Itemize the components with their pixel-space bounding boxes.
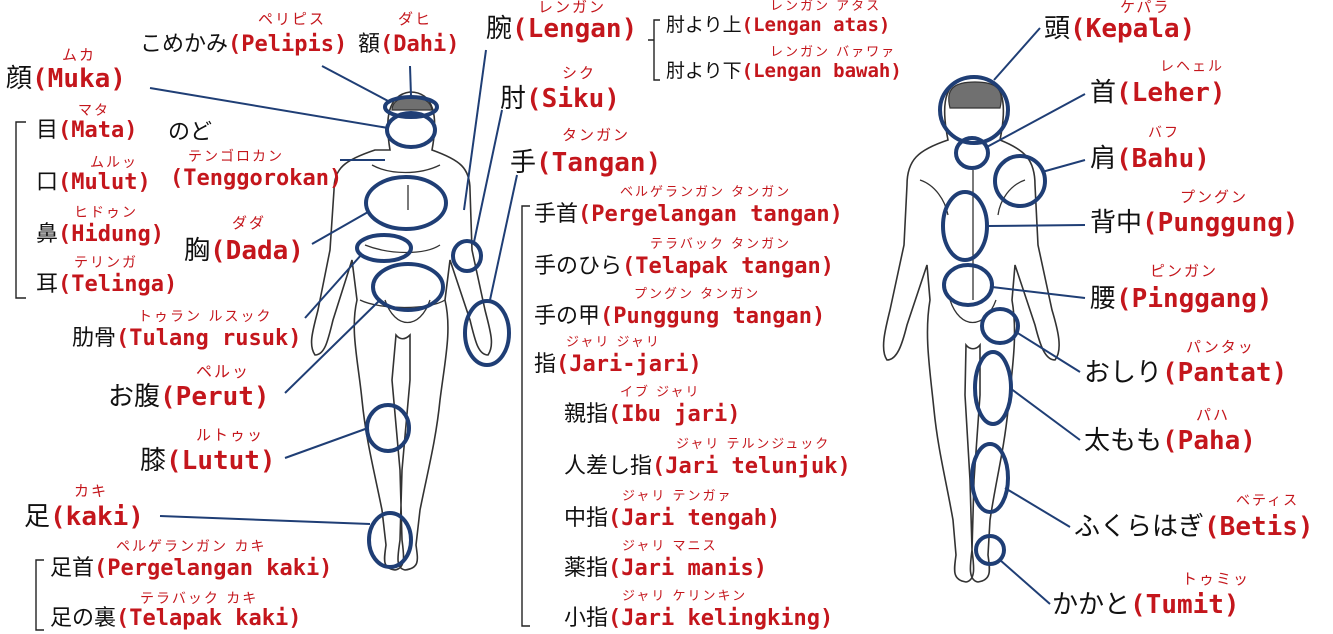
label-mata: 目(Mata) — [36, 118, 138, 143]
ruby-mata: マタ — [78, 103, 110, 119]
ruby-atas: レンガン アタス — [770, 0, 882, 14]
ruby-kaki: カキ — [74, 482, 109, 500]
label-pinggang: 腰(Pinggang) — [1090, 284, 1273, 314]
label-ttangan: 手のひら(Telapak tangan) — [534, 254, 834, 279]
ring-kaki — [367, 511, 413, 569]
ring-leher — [954, 136, 990, 170]
ring-bahu — [993, 154, 1047, 208]
label-jari: 指(Jari-jari) — [534, 352, 702, 377]
ruby-kepala: ケパラ — [1120, 0, 1171, 16]
label-perut: お腹(Perut) — [108, 382, 270, 412]
ruby-paha: パハ — [1196, 406, 1231, 424]
label-pelipis: こめかみ(Pelipis) — [140, 32, 348, 57]
label-telunjuk: 人差し指(Jari telunjuk) — [564, 454, 851, 479]
ring-punggung — [941, 190, 989, 262]
ring-rusuk — [355, 233, 413, 263]
label-betis: ふくらはぎ(Betis) — [1074, 512, 1314, 542]
label-pkaki: 足首(Pergelangan kaki) — [50, 556, 333, 581]
back-body-figure — [882, 77, 1060, 583]
label-tengah: 中指(Jari tengah) — [564, 506, 781, 531]
ruby-lutut: ルトゥッ — [196, 426, 265, 444]
label-kaki: 足(kaki) — [24, 502, 144, 532]
ruby-mulut: ムルッ — [90, 155, 138, 171]
ruby-muka: ムカ — [62, 46, 97, 64]
ruby-pinggang: ピンガン — [1150, 262, 1219, 280]
label-kelingking: 小指(Jari kelingking) — [564, 606, 834, 631]
ruby-ttangan: テラバック タンガン — [650, 237, 792, 252]
ruby-leher: レヘェル — [1160, 59, 1224, 75]
ruby-telunjuk: ジャリ テルンジュック — [676, 437, 831, 452]
ring-muka — [385, 111, 437, 149]
front-body-figure — [310, 91, 493, 571]
label-leher: 首(Leher) — [1090, 78, 1226, 108]
ring-kepala — [938, 75, 1010, 145]
ruby-pkaki: ペルゲランガン カキ — [116, 539, 267, 555]
ruby-punggung: プングン — [1180, 188, 1249, 206]
brackets — [15, 19, 660, 631]
ring-tangan — [463, 299, 511, 367]
label-ibu: 親指(Ibu jari) — [564, 402, 741, 427]
label-rusuk: 肋骨(Tulang rusuk) — [72, 326, 302, 351]
ruby-lengan: レンガン — [538, 0, 607, 16]
label-tumit: かかと(Tumit) — [1052, 590, 1240, 620]
ruby-manis: ジャリ マニス — [622, 539, 718, 554]
ruby-tumit: トゥミッ — [1182, 570, 1251, 588]
ruby-ptangan: ベルゲランガン タンガン — [620, 185, 792, 200]
label-hidung: 鼻(Hidung) — [36, 222, 164, 247]
ruby-kelingking: ジャリ ケリンキン — [622, 589, 748, 604]
label-dada: 胸(Dada) — [184, 236, 304, 266]
ring-perut — [371, 262, 445, 312]
ruby-telinga: テリンガ — [74, 255, 138, 271]
label-pantat: おしり(Pantat) — [1084, 358, 1288, 388]
ruby-pantat: パンタッ — [1186, 338, 1255, 356]
ruby-bahu: バフ — [1148, 125, 1180, 141]
label-atas: 肘より上(Lengan atas) — [666, 14, 891, 36]
ring-tumit — [974, 534, 1006, 566]
ring-pantat — [980, 307, 1020, 345]
label-ptangan: 手首(Pergelangan tangan) — [534, 202, 843, 227]
ring-dada — [364, 175, 448, 231]
label-mulut: 口(Mulut) — [36, 170, 151, 195]
label-tangan: 手(Tangan) — [510, 148, 662, 178]
ruby-pelipis: ペリピス — [258, 10, 327, 28]
ruby-rusuk: トゥラン ルスック — [138, 309, 273, 325]
label-lutut: 膝(Lutut) — [140, 446, 276, 476]
label-bawah: 肘より下(Lengan bawah) — [666, 60, 902, 82]
ruby-siku: シク — [562, 64, 597, 82]
label-muka: 顔(Muka) — [6, 64, 126, 94]
label-nodo-jp: のど — [168, 120, 213, 145]
label-manis: 薬指(Jari manis) — [564, 556, 767, 581]
label-telinga: 耳(Telinga) — [36, 272, 178, 297]
label-lengan: 腕(Lengan) — [486, 14, 638, 44]
ruby-jari: ジャリ ジャリ — [566, 335, 661, 350]
label-ptg: 手の甲(Punggung tangan) — [534, 304, 826, 329]
ruby-ibu: イブ ジャリ — [620, 385, 701, 400]
label-dahi: 額(Dahi) — [358, 32, 460, 57]
label-tkaki: 足の裏(Telapak kaki) — [50, 606, 302, 631]
back-rings — [938, 75, 1047, 566]
ring-dahi — [383, 95, 439, 119]
ring-siku — [451, 239, 483, 273]
ruby-hidung: ヒドゥン — [74, 205, 138, 221]
ring-betis — [970, 442, 1010, 514]
label-tenggorokan: (Tenggorokan) — [170, 166, 343, 191]
ruby-dahi: ダヒ — [398, 10, 433, 28]
ruby-tengah: ジャリ テンガァ — [622, 489, 733, 504]
ruby-bawah: レンガン バァワァ — [770, 45, 897, 60]
leader-lines — [149, 27, 1086, 605]
ruby-tenggorokan: テンゴロカン — [188, 149, 284, 165]
label-punggung: 背中(Punggung) — [1090, 208, 1299, 238]
ruby-betis: ベティス — [1236, 493, 1300, 509]
label-kepala: 頭(Kepala) — [1044, 14, 1196, 44]
label-siku: 肘(Siku) — [500, 84, 620, 114]
ruby-tangan: タンガン — [562, 126, 631, 144]
ruby-ptg: プングン タンガン — [634, 287, 761, 302]
ruby-tkaki: テラバック カキ — [140, 591, 259, 607]
ring-pinggang — [942, 263, 994, 307]
ruby-dada: ダダ — [232, 214, 267, 232]
ruby-perut: ペルッ — [196, 362, 251, 381]
label-bahu: 肩(Bahu) — [1090, 144, 1210, 174]
label-paha: 太もも(Paha) — [1084, 426, 1256, 456]
